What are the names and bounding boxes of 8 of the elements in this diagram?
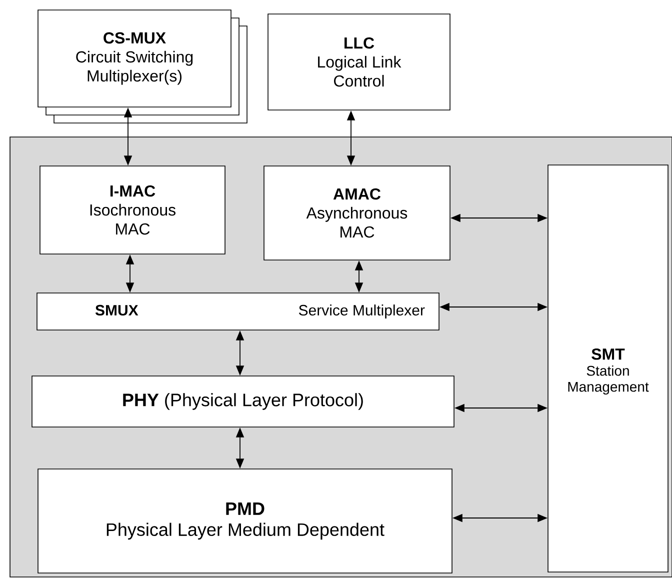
layer-box: AMAC Asynchronous MAC <box>264 166 450 260</box>
layer-box: PHY (Physical Layer Protocol) <box>32 376 454 428</box>
layer-box: I-MAC Isochronous MAC <box>40 166 226 254</box>
layer-box: PMD Physical Layer Medium Dependent <box>38 468 452 574</box>
management-box: SMT Station Management <box>548 164 668 572</box>
layer-box: LLC Logical Link Control <box>268 14 450 110</box>
layer-box: SMUX Service Multiplexer <box>36 292 440 330</box>
stacked-box: CS-MUX Circuit Switching Multiplexer(s) <box>38 10 248 124</box>
